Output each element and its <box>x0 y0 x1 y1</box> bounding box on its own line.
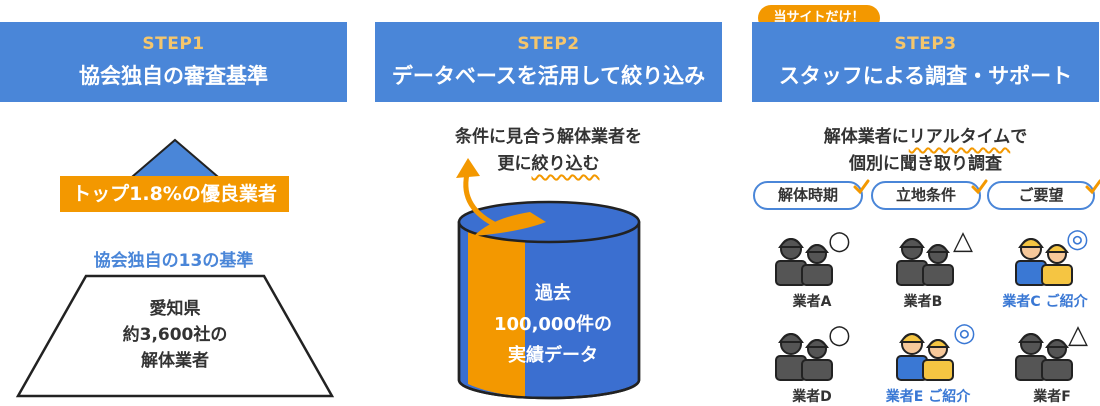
vendor-label-c: 業者C ご紹介 <box>1002 294 1088 310</box>
step3-desc-line2: 個別に聞き取り調査 <box>849 154 1002 174</box>
rating-mark-c: ◎ <box>1066 224 1089 254</box>
worker-group-c-icon <box>1015 238 1073 286</box>
pyramid-line-1: 愛知県 <box>149 299 201 319</box>
step3-desc-plain-a: 解体業者に <box>823 127 909 147</box>
check-icon <box>853 179 870 195</box>
cylinder-line-2: 100,000件の <box>494 314 612 335</box>
step3-desc-plain-b: で <box>1010 127 1028 147</box>
check-icon <box>1085 179 1100 195</box>
pyramid-top-triangle <box>15 138 335 398</box>
rating-mark-d: ○ <box>828 320 851 350</box>
vendor-label-d: 業者D <box>792 389 832 405</box>
check-icon <box>971 179 988 195</box>
pyramid-line-2: 約3,600社の <box>122 325 228 345</box>
vendor-label-f: 業者F <box>1033 389 1071 405</box>
tag-demolition-time: 解体時期 <box>753 179 870 210</box>
cylinder-line-1: 過去 <box>535 283 571 304</box>
worker-group-a-icon <box>775 238 833 286</box>
step2-desc-plain: 更に <box>497 154 532 174</box>
step3-number: STEP3 <box>894 34 957 54</box>
step1-number: STEP1 <box>142 34 205 54</box>
step3-banner: STEP3 スタッフによる調査・サポート <box>752 22 1099 102</box>
tag-requests: ご要望 <box>987 179 1100 210</box>
vendor-label-b: 業者B <box>903 294 943 310</box>
step1-title: 協会独自の審査基準 <box>79 64 268 88</box>
tag-label: 立地条件 <box>895 186 956 204</box>
step2-desc-wavy: 絞り込む <box>531 154 600 174</box>
step2-banner: STEP2 データベースを活用して絞り込み <box>375 22 722 102</box>
step3-desc-wavy: リアルタイム <box>908 127 1011 147</box>
rating-mark-e: ◎ <box>953 318 976 348</box>
tag-location: 立地条件 <box>871 179 988 210</box>
step2-number: STEP2 <box>517 34 580 54</box>
rating-mark-a: ○ <box>828 226 851 256</box>
vendor-label-e: 業者E ご紹介 <box>885 389 971 405</box>
step1-banner: STEP1 協会独自の審査基準 <box>0 22 347 102</box>
criteria-label: 協会独自の13の基準 <box>93 251 254 271</box>
rating-mark-f: △ <box>1068 320 1088 350</box>
step3-title: スタッフによる調査・サポート <box>778 64 1073 88</box>
worker-group-e-icon <box>896 333 954 381</box>
worker-group-d-icon <box>775 333 833 381</box>
tag-label: 解体時期 <box>777 186 838 204</box>
step2-desc-line2: 更に絞り込む <box>375 149 722 174</box>
vendor-label-a: 業者A <box>792 294 832 310</box>
cylinder-line-3: 実績データ <box>508 345 598 366</box>
top-quality-label: トップ1.8%の優良業者 <box>60 176 289 212</box>
worker-group-b-icon <box>896 238 954 286</box>
step3-desc-line1: 解体業者にリアルタイムで <box>752 122 1099 147</box>
rating-mark-b: △ <box>953 226 973 256</box>
tag-label: ご要望 <box>1018 186 1064 204</box>
worker-group-f-icon <box>1015 333 1073 381</box>
pyramid-line-3: 解体業者 <box>141 351 209 371</box>
step2-desc-line1: 条件に見合う解体業者を <box>455 127 642 147</box>
step2-title: データベースを活用して絞り込み <box>391 64 706 88</box>
